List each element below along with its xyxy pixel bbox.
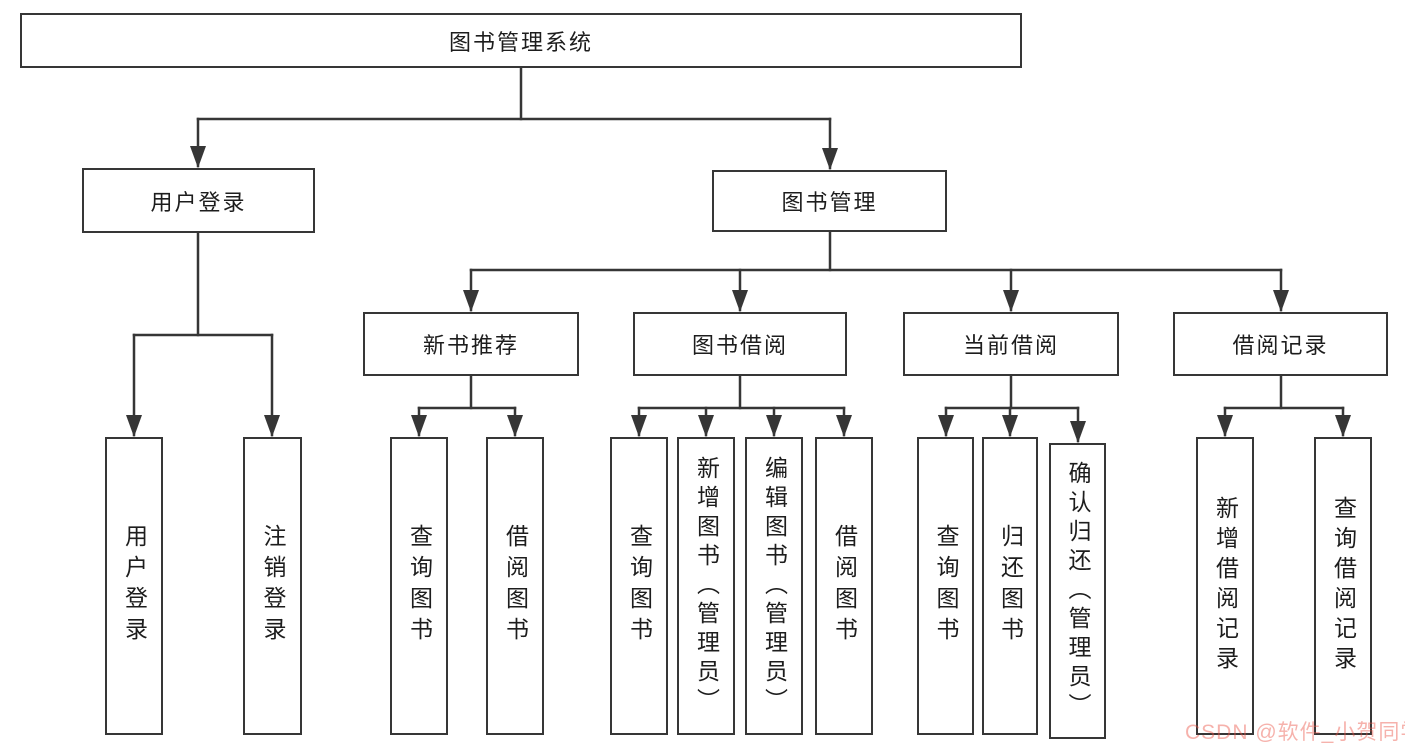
leaf-records-add-record: 新增借阅记录 bbox=[1196, 437, 1254, 735]
node-current-borrow: 当前借阅 bbox=[903, 312, 1119, 376]
leaf-borrow-add-books-label: 新增图书（管理员） bbox=[693, 455, 720, 717]
leaf-borrow-edit-books-label: 编辑图书（管理员） bbox=[761, 455, 788, 717]
leaf-user-login-label: 用户登录 bbox=[121, 524, 148, 648]
node-book-management-label: 图书管理 bbox=[781, 190, 878, 215]
leaf-current-return-books: 归还图书 bbox=[982, 437, 1038, 735]
node-borrow-records: 借阅记录 bbox=[1173, 312, 1388, 376]
leaf-current-confirm-return-label: 确认归还（管理员） bbox=[1065, 460, 1091, 722]
csdn-watermark: CSDN @软件_小贺同学 bbox=[1185, 721, 1405, 744]
node-user-login: 用户登录 bbox=[82, 168, 315, 233]
leaf-records-query-record-label: 查询借阅记录 bbox=[1330, 496, 1357, 676]
leaf-borrow-query-books: 查询图书 bbox=[610, 437, 668, 735]
node-current-borrow-label: 当前借阅 bbox=[962, 333, 1059, 358]
leaf-recommend-borrow-books: 借阅图书 bbox=[486, 437, 544, 735]
leaf-logout: 注销登录 bbox=[243, 437, 302, 735]
leaf-borrow-query-books-label: 查询图书 bbox=[626, 524, 653, 648]
node-book-borrow: 图书借阅 bbox=[633, 312, 847, 376]
leaf-recommend-query-books-label: 查询图书 bbox=[406, 524, 433, 648]
node-book-management: 图书管理 bbox=[712, 170, 947, 232]
leaf-current-return-books-label: 归还图书 bbox=[997, 524, 1024, 648]
node-root: 图书管理系统 bbox=[20, 13, 1022, 68]
leaf-user-login: 用户登录 bbox=[105, 437, 163, 735]
node-borrow-records-label: 借阅记录 bbox=[1232, 333, 1329, 358]
leaf-recommend-query-books: 查询图书 bbox=[390, 437, 448, 735]
arrowhead-icons bbox=[126, 146, 1351, 443]
node-root-label: 图书管理系统 bbox=[448, 29, 593, 55]
leaf-recommend-borrow-books-label: 借阅图书 bbox=[502, 524, 529, 648]
leaf-records-query-record: 查询借阅记录 bbox=[1314, 437, 1372, 735]
leaf-borrow-edit-books: 编辑图书（管理员） bbox=[745, 437, 803, 735]
leaf-current-query-books: 查询图书 bbox=[917, 437, 974, 735]
leaf-records-add-record-label: 新增借阅记录 bbox=[1212, 496, 1239, 676]
node-new-book-recommend: 新书推荐 bbox=[363, 312, 579, 376]
leaf-borrow-borrow-books: 借阅图书 bbox=[815, 437, 873, 735]
node-book-borrow-label: 图书借阅 bbox=[691, 333, 788, 358]
leaf-borrow-add-books: 新增图书（管理员） bbox=[677, 437, 735, 735]
leaf-current-confirm-return: 确认归还（管理员） bbox=[1049, 443, 1106, 739]
leaf-logout-label: 注销登录 bbox=[260, 524, 286, 648]
leaf-borrow-borrow-books-label: 借阅图书 bbox=[831, 524, 858, 648]
leaf-current-query-books-label: 查询图书 bbox=[933, 524, 959, 648]
node-new-book-recommend-label: 新书推荐 bbox=[422, 333, 519, 358]
node-user-login-label: 用户登录 bbox=[150, 189, 247, 215]
